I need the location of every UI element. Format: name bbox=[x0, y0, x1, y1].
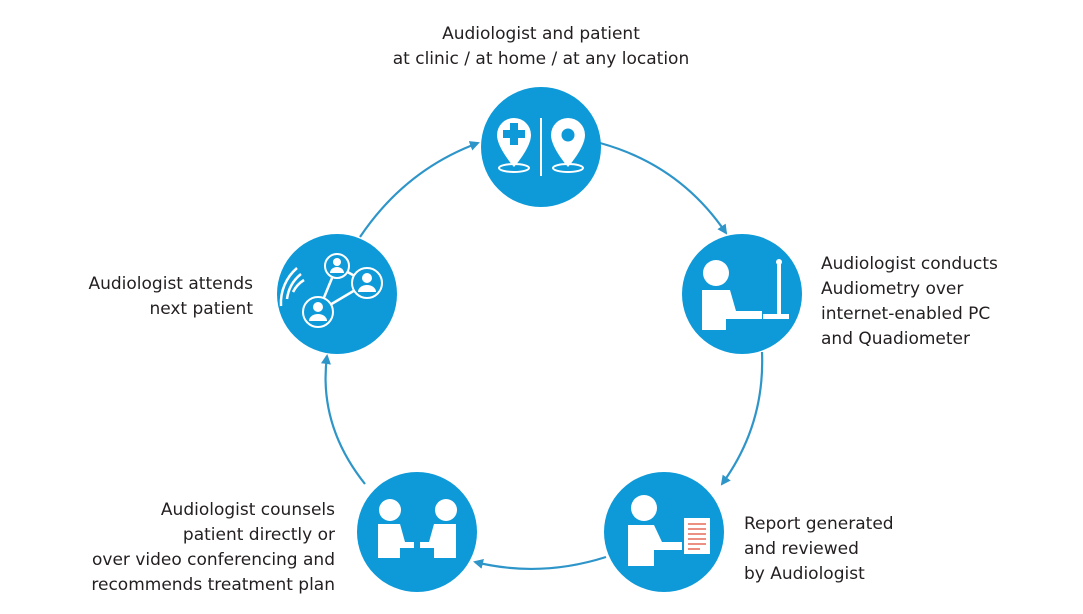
step-next-node bbox=[277, 234, 397, 354]
label-audiometry-line-4: and Quadiometer bbox=[821, 329, 971, 349]
arrow-location-to-audiometry bbox=[599, 141, 728, 235]
label-next-line-2: next patient bbox=[149, 299, 253, 319]
audiometer-user-icon bbox=[702, 259, 789, 330]
step-counsel-node bbox=[357, 472, 477, 592]
label-audiometry: Audiologist conducts Audiometry over int… bbox=[821, 252, 1071, 352]
label-next: Audiologist attends next patient bbox=[20, 272, 253, 322]
label-location: Audiologist and patient at clinic / at h… bbox=[371, 22, 711, 72]
label-counsel-line-1: Audiologist counsels bbox=[160, 500, 335, 520]
arrow-counsel-to-next bbox=[321, 354, 366, 485]
label-audiometry-line-2: Audiometry over bbox=[821, 279, 964, 299]
label-location-line-1: Audiologist and patient bbox=[442, 24, 640, 44]
network-users-icon bbox=[279, 253, 383, 328]
report-review-icon bbox=[628, 495, 710, 566]
label-next-line-1: Audiologist attends bbox=[88, 274, 253, 294]
label-report-line-1: Report generated bbox=[744, 514, 894, 534]
step-report-node bbox=[604, 472, 724, 592]
handshake-icon bbox=[378, 499, 457, 558]
step-location-node bbox=[481, 87, 601, 207]
label-report-line-3: by Audiologist bbox=[744, 564, 865, 584]
location-pins-icon bbox=[497, 118, 585, 176]
cycle-arrows bbox=[321, 141, 764, 571]
label-audiometry-line-1: Audiologist conducts bbox=[821, 254, 998, 274]
label-counsel-line-3: over video conferencing and bbox=[92, 550, 335, 570]
label-counsel-line-2: patient directly or bbox=[182, 525, 335, 545]
arrow-next-to-location bbox=[359, 141, 480, 238]
arrow-report-to-counsel bbox=[473, 555, 607, 571]
label-report-line-2: and reviewed bbox=[744, 539, 859, 559]
label-audiometry-line-3: internet-enabled PC bbox=[821, 304, 991, 324]
label-counsel-line-4: recommends treatment plan bbox=[91, 575, 335, 595]
arrow-audiometry-to-report bbox=[720, 351, 764, 486]
label-report: Report generated and reviewed by Audiolo… bbox=[744, 512, 964, 587]
step-audiometry-node bbox=[682, 234, 802, 354]
label-counsel: Audiologist counsels patient directly or… bbox=[20, 498, 335, 598]
label-location-line-2: at clinic / at home / at any location bbox=[392, 49, 690, 69]
